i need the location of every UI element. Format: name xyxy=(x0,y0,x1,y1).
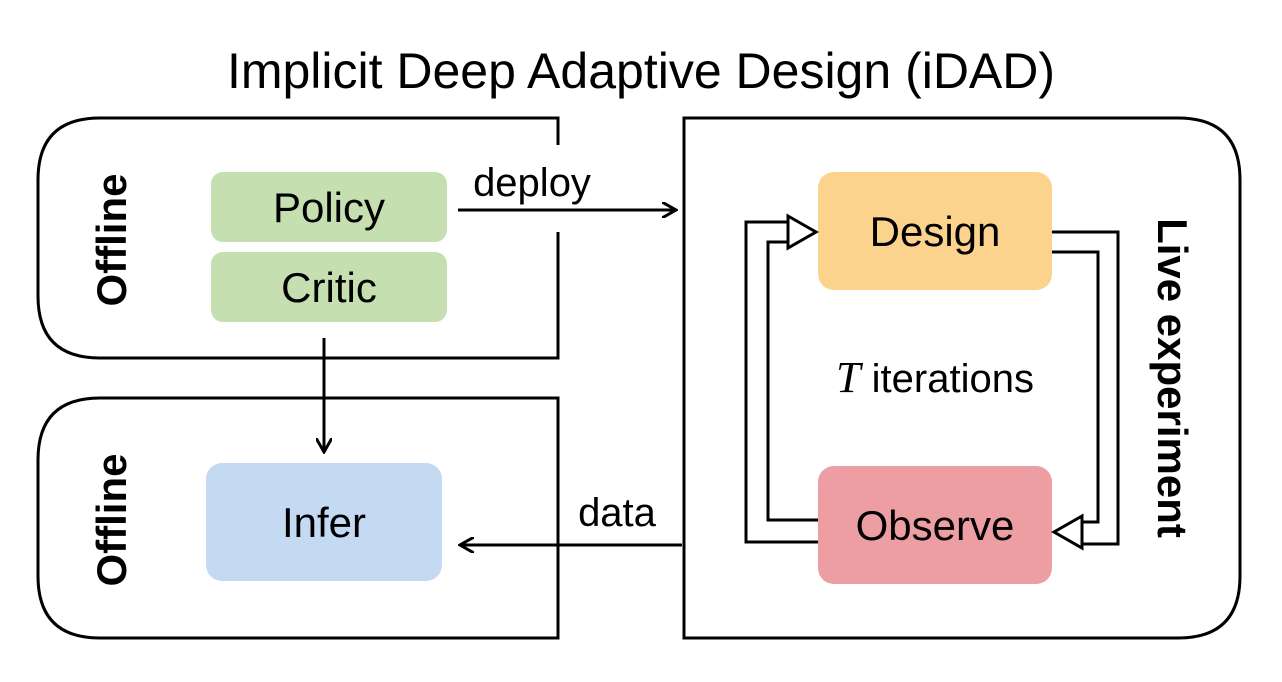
offline-panel-bottom xyxy=(36,396,560,640)
offline-label-top: Offline xyxy=(88,174,135,307)
critic-box xyxy=(211,252,447,322)
iterations-text: iterations xyxy=(861,357,1034,401)
design-box xyxy=(818,172,1052,290)
data-label: data xyxy=(578,491,657,535)
design-to-observe-arrow xyxy=(1050,230,1120,551)
critic-label: Critic xyxy=(281,264,377,311)
live-experiment-label: Live experiment xyxy=(1149,218,1196,538)
observe-box xyxy=(818,466,1052,584)
observe-label: Observe xyxy=(856,502,1015,549)
iterations-label: T iterations xyxy=(836,353,1034,402)
observe-to-design-arrow xyxy=(744,213,820,544)
iterations-variable: T xyxy=(836,353,864,402)
infer-label: Infer xyxy=(282,499,366,546)
design-label: Design xyxy=(870,208,1001,255)
diagram-title: Implicit Deep Adaptive Design (iDAD) xyxy=(227,43,1055,99)
policy-box xyxy=(211,172,447,242)
offline-label-bottom: Offline xyxy=(88,454,135,587)
live-experiment-panel xyxy=(682,116,1242,640)
deploy-label: deploy xyxy=(473,161,591,205)
infer-box xyxy=(206,463,442,581)
policy-label: Policy xyxy=(273,184,385,231)
offline-panel-top xyxy=(36,116,560,360)
